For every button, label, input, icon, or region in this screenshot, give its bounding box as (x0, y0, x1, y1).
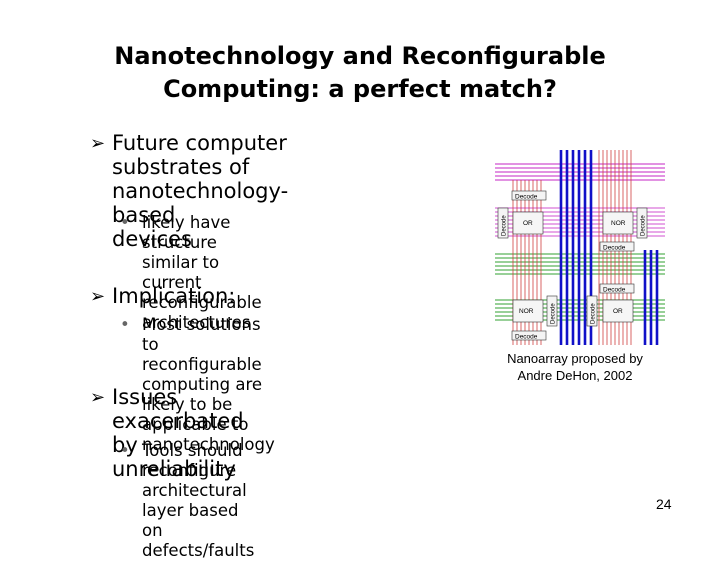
nor-label: NOR (611, 220, 626, 227)
nor-label: NOR (519, 308, 534, 315)
nor-block-bottom (512, 299, 544, 323)
decode-box-lower-right (599, 283, 635, 294)
decode-label: Decode (603, 287, 626, 294)
decode-label: Decode (515, 334, 538, 341)
or-block-top (512, 211, 544, 235)
decode-box-right (636, 207, 648, 239)
decode-box-bottom (511, 330, 547, 341)
decode-label: Decode (551, 303, 557, 324)
decode-label: Decode (641, 215, 647, 236)
decode-label: Decode (502, 215, 508, 236)
arrow-bullet-icon: ➢ (90, 387, 106, 408)
decode-box-top (511, 190, 547, 201)
bullet-1-text: Future computer substrates of nanotechno… (112, 131, 289, 251)
slide-title: Nanotechnology and Reconfigurable Comput… (60, 40, 660, 106)
dot-bullet-icon: • (120, 315, 130, 334)
nor-block-top (602, 211, 634, 235)
decode-box-bottom-left (546, 295, 558, 327)
decode-label: Decode (591, 303, 597, 324)
or-label: OR (523, 220, 533, 227)
or-label: OR (613, 308, 623, 315)
sub-bullet-1-text: likely have structure similar to current… (142, 213, 262, 332)
arrow-bullet-icon: ➢ (90, 286, 106, 307)
arrow-bullet-icon: ➢ (90, 133, 106, 154)
bullet-2-text: Implication: (112, 284, 236, 308)
or-block-bottom (602, 299, 634, 323)
decode-label: Decode (603, 245, 626, 252)
page-number: 24 (656, 496, 672, 512)
decode-box-mid-right (599, 241, 635, 252)
title-text: Nanotechnology and Reconfigurable Comput… (114, 42, 606, 103)
nanoarray-diagram: Decode Decode OR NOR Decode Decode Decod… (495, 150, 665, 345)
diagram-caption: Nanoarray proposed by Andre DeHon, 2002 (507, 351, 643, 383)
dot-bullet-icon: • (120, 213, 130, 232)
blue-wires (559, 150, 659, 345)
bullet-3-text: Issues exacerbated by unreliability (112, 385, 244, 481)
sub-bullet-2-text: Most solutions to reconfigurable computi… (142, 315, 275, 454)
dot-bullet-icon: • (120, 441, 130, 460)
sub-bullet-3-text: Tools should reconfigure architectural l… (142, 441, 255, 560)
decode-box-bottom-mid (586, 295, 598, 327)
decode-box-left (497, 207, 509, 239)
decode-label: Decode (515, 194, 538, 201)
